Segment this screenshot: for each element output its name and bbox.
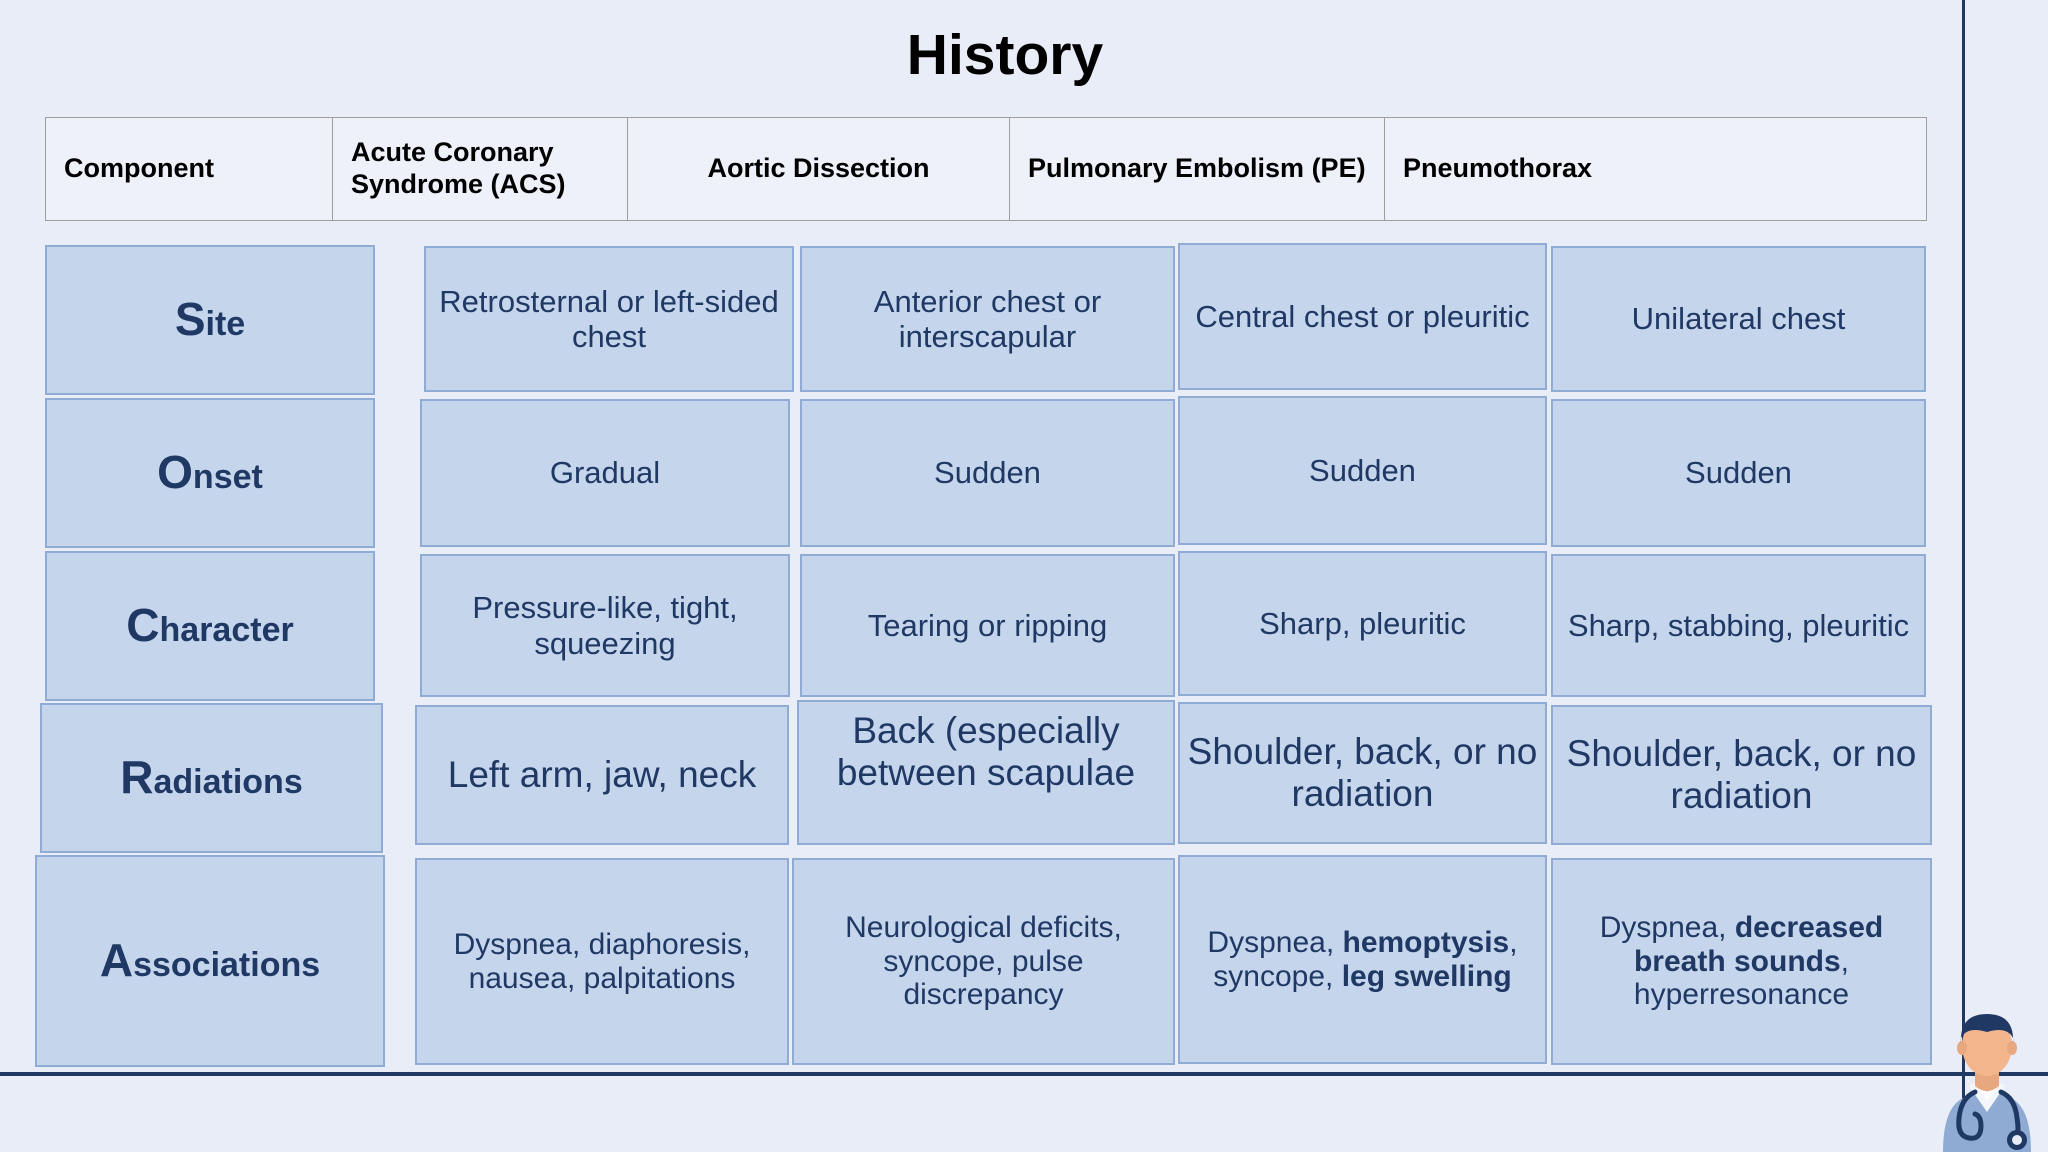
table-cell-radiations-aortic: Back (especially between scapulae xyxy=(797,700,1175,845)
mnemonic-letter-s: S xyxy=(174,293,206,346)
horizontal-rule xyxy=(0,1072,2048,1076)
page-title: History xyxy=(906,23,1104,87)
component-label-onset: nset xyxy=(192,458,263,497)
table-cell-character-pe: Sharp, pleuritic xyxy=(1178,551,1547,696)
component-label-site: ite xyxy=(205,305,246,344)
table-cell-associations-aortic: Neurological deficits, syncope, pulse di… xyxy=(792,858,1175,1065)
vertical-rule xyxy=(1962,0,1965,1152)
table-cell-associations-pneumothorax: Dyspnea, decreased breath sounds, hyperr… xyxy=(1551,858,1932,1065)
table-cell-associations-pe: Dyspnea, hemoptysis, syncope, leg swelli… xyxy=(1178,855,1547,1064)
header-cell-component: Component xyxy=(46,118,333,220)
table-cell-component-character: Character xyxy=(45,551,375,701)
table-cell-component-onset: Onset xyxy=(45,398,375,548)
table-header-row: Component Acute Coronary Syndrome (ACS) … xyxy=(45,117,1927,221)
header-cell-pneumothorax: Pneumothorax xyxy=(1403,153,1593,184)
component-label-character: haracter xyxy=(159,611,294,650)
table-cell-radiations-acs: Left arm, jaw, neck xyxy=(415,705,789,845)
mnemonic-letter-c: C xyxy=(126,599,160,652)
table-cell-site-aortic: Anterior chest or interscapular xyxy=(800,246,1175,392)
table-cell-character-acs: Pressure-like, tight, squeezing xyxy=(420,554,790,697)
mnemonic-letter-o: O xyxy=(157,446,193,499)
table-cell-site-pe: Central chest or pleuritic xyxy=(1178,243,1547,390)
table-cell-character-pneumothorax: Sharp, stabbing, pleuritic xyxy=(1551,554,1926,697)
doctor-avatar-icon xyxy=(1943,1014,2031,1152)
table-cell-onset-aortic: Sudden xyxy=(800,399,1175,547)
table-cell-radiations-pe: Shoulder, back, or no radiation xyxy=(1178,702,1547,844)
table-cell-onset-pe: Sudden xyxy=(1178,396,1547,545)
component-label-radiations: adiations xyxy=(153,763,303,802)
table-cell-site-acs: Retrosternal or left-sided chest xyxy=(424,246,794,392)
table-cell-onset-acs: Gradual xyxy=(420,399,790,547)
table-cell-radiations-pneumothorax: Shoulder, back, or no radiation xyxy=(1551,705,1932,845)
header-cell-pe: Pulmonary Embolism (PE) xyxy=(1010,118,1385,220)
table-cell-component-radiations: Radiations xyxy=(40,703,383,853)
mnemonic-letter-r: R xyxy=(120,751,154,804)
mnemonic-letter-a: A xyxy=(99,934,134,987)
table-cell-associations-acs: Dyspnea, diaphoresis, nausea, palpitatio… xyxy=(415,858,789,1065)
header-cell-aortic: Aortic Dissection xyxy=(628,118,1010,220)
table-cell-site-pneumothorax: Unilateral chest xyxy=(1551,246,1926,392)
table-cell-character-aortic: Tearing or ripping xyxy=(800,554,1175,697)
component-label-associations: ssociations xyxy=(133,946,321,985)
table-cell-component-associations: Associations xyxy=(35,855,385,1067)
table-cell-component-site: Site xyxy=(45,245,375,395)
header-cell-acs: Acute Coronary Syndrome (ACS) xyxy=(333,118,628,220)
table-cell-onset-pneumothorax: Sudden xyxy=(1551,399,1926,547)
